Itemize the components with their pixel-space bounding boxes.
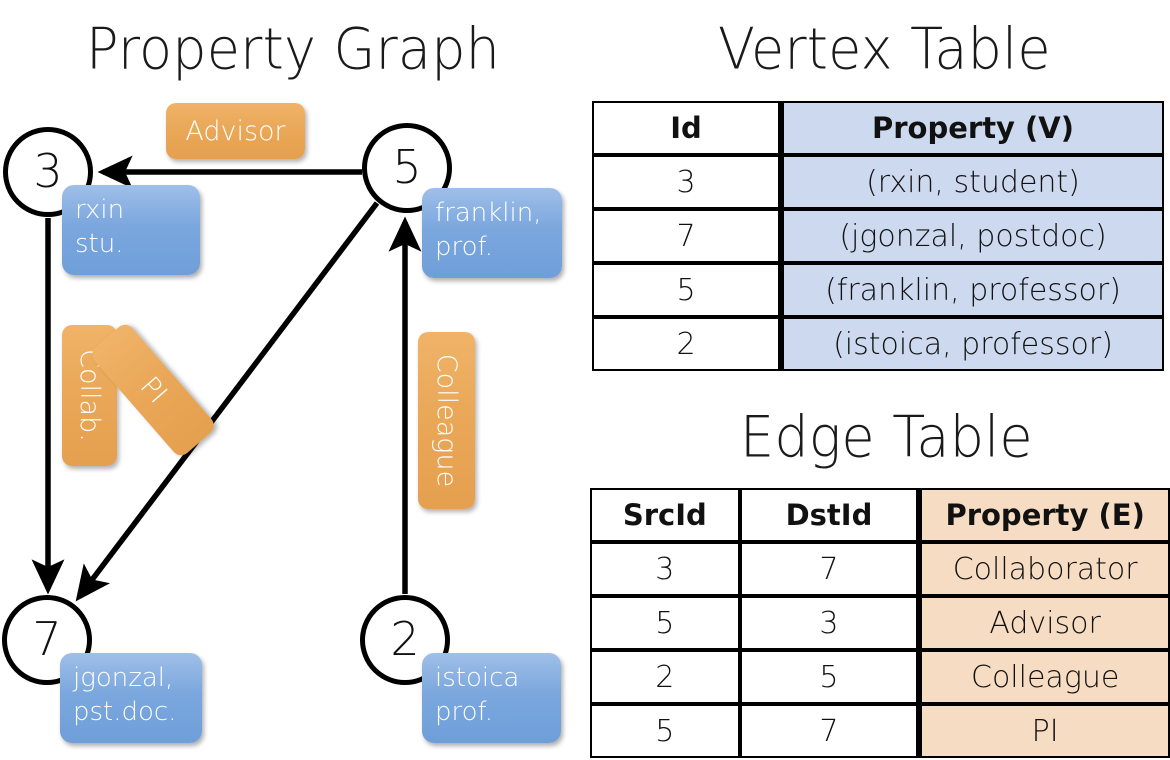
vertex-property-bubble-5-line1: franklin, [435,198,542,228]
vertex-table-cell-id: 5 [592,263,780,317]
edge-property-bubble-colleague-label: Colleague [431,353,462,488]
graph-node-7-label: 7 [32,612,62,666]
edge-table-cell-property: Collaborator [918,542,1170,596]
graph-node-2-label: 2 [390,612,420,666]
vertex-property-bubble-2: istoica prof. [422,653,561,743]
vertex-property-bubble-3-line1: rxin [75,195,125,225]
edge-table-cell-property: PI [918,704,1170,758]
vertex-property-bubble-7-line2: pst.doc. [73,696,177,727]
table-row: 5 (franklin, professor) [592,263,1164,317]
graph-node-3-label: 3 [33,144,63,198]
table-row: 3 (rxin, student) [592,155,1164,209]
vertex-property-bubble-3-line2: stu. [75,228,124,259]
graph-node-2[interactable]: 2 [360,595,450,685]
vertex-property-bubble-7: jgonzal, pst.doc. [60,653,202,743]
edge-table-cell-srcid: 5 [590,596,740,650]
table-row: 2 5 Colleague [590,650,1170,704]
graph-node-5[interactable]: 5 [362,123,452,213]
vertex-table-cell-id: 7 [592,209,780,263]
edge-table-cell-dstid: 7 [739,542,919,596]
table-row: 5 3 Advisor [590,596,1170,650]
vertex-property-bubble-7-line1: jgonzal, [73,663,174,693]
vertex-property-bubble-5-line2: prof. [435,231,494,262]
edge-table-cell-srcid: 3 [590,542,740,596]
edge-table-cell-srcid: 2 [590,650,740,704]
vertex-table-cell-property: (franklin, professor) [780,263,1164,317]
edge-property-bubble-advisor: Advisor [166,103,305,159]
edge-property-bubble-colleague: Colleague [418,332,475,509]
table-row: 3 7 Collaborator [590,542,1170,596]
edge-table-cell-property: Advisor [918,596,1170,650]
edge-table-header-srcid: SrcId [590,488,740,542]
edge-table-header-property: Property (E) [918,488,1170,542]
table-row: 5 7 PI [590,704,1170,758]
vertex-table: Id Property (V) 3 (rxin, student) 7 (jgo… [592,101,1164,371]
edge-table-cell-srcid: 5 [590,704,740,758]
edge-table-cell-dstid: 3 [739,596,919,650]
vertex-table-header-property: Property (V) [780,101,1164,155]
table-row: 7 (jgonzal, postdoc) [592,209,1164,263]
property-graph-diagram: 3 5 7 2 rxin stu. franklin, prof. jgonza… [2,103,562,743]
graph-node-5-label: 5 [392,140,422,194]
edge-table-header-row: SrcId DstId Property (E) [590,488,1170,542]
vertex-table-cell-property: (rxin, student) [780,155,1164,209]
edge-table-cell-property: Colleague [918,650,1170,704]
edge-arrow-5-to-7 [75,201,380,602]
page-title-property-graph: Property Graph [86,16,501,83]
vertex-table-cell-property: (istoica, professor) [780,317,1164,371]
table-row: 2 (istoica, professor) [592,317,1164,371]
vertex-table-header-row: Id Property (V) [592,101,1164,155]
graph-edge-arrows [31,155,422,602]
vertex-property-bubble-5: franklin, prof. [422,188,562,278]
vertex-property-bubble-3: rxin stu. [62,185,200,275]
edge-table-cell-dstid: 5 [739,650,919,704]
vertex-table-cell-id: 3 [592,155,780,209]
page-title-vertex-table: Vertex Table [718,16,1051,83]
edge-table-cell-dstid: 7 [739,704,919,758]
vertex-property-bubble-2-line2: prof. [435,696,494,727]
vertex-table-cell-id: 2 [592,317,780,371]
vertex-property-bubble-2-line1: istoica [435,663,520,693]
vertex-table-cell-property: (jgonzal, postdoc) [780,209,1164,263]
page-title-edge-table: Edge Table [740,404,1033,471]
edge-property-bubble-advisor-label: Advisor [185,115,286,147]
edge-table-header-dstid: DstId [739,488,919,542]
edge-table: SrcId DstId Property (E) 3 7 Collaborato… [590,488,1170,758]
edge-property-bubble-pi-label: PI [133,370,173,410]
vertex-table-header-id: Id [592,101,780,155]
